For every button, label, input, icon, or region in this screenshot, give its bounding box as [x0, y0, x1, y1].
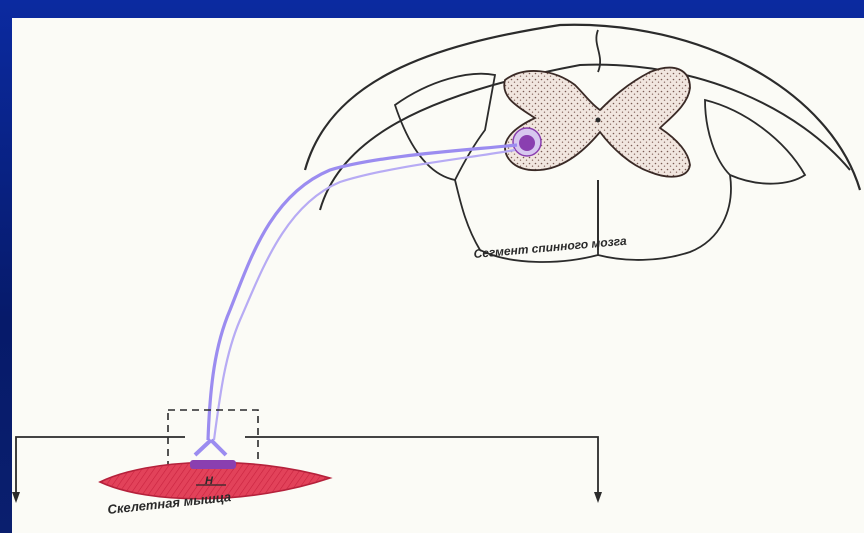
left-wire-arrow	[12, 492, 20, 503]
central-canal	[596, 118, 601, 123]
right-wire-arrow	[594, 492, 602, 503]
right-white-matter	[705, 100, 805, 184]
nerve-terminal	[195, 440, 226, 455]
motor-axon-inner	[214, 150, 515, 440]
motor-neuron-body	[519, 135, 535, 151]
synapse-mark-label: Н	[205, 475, 214, 487]
posterior-median-septum	[596, 30, 600, 72]
motor-axon	[208, 145, 517, 440]
motor-end-plate	[190, 460, 236, 469]
